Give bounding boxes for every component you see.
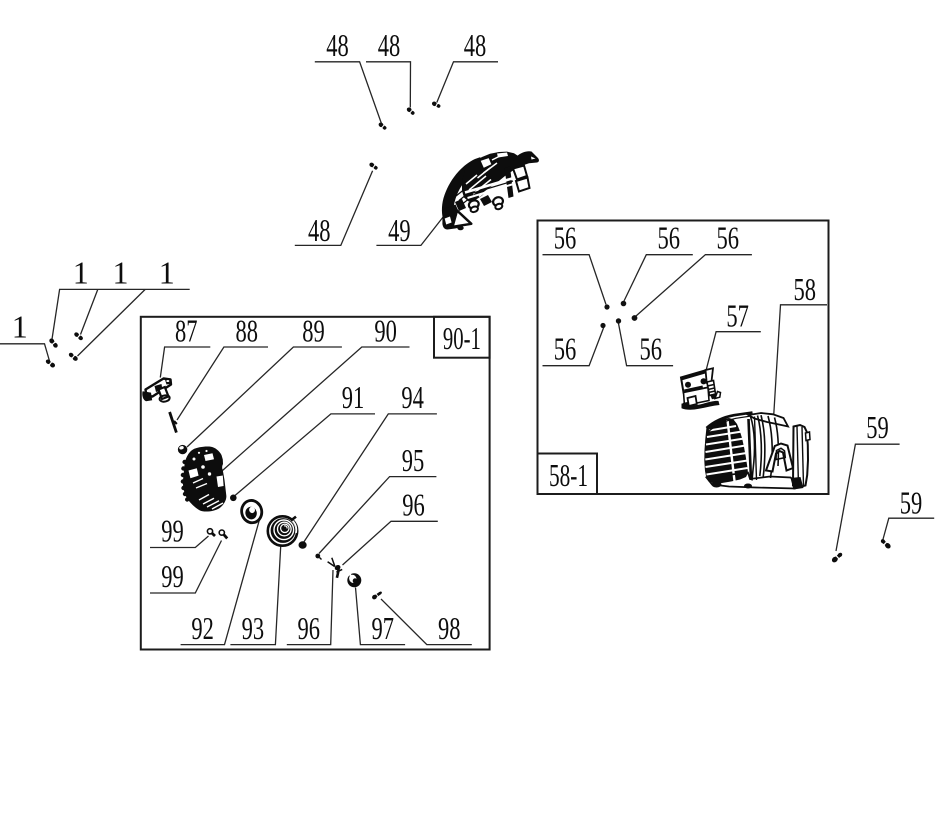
svg-text:56: 56 — [554, 331, 577, 367]
svg-text:1: 1 — [12, 308, 28, 344]
svg-text:58: 58 — [793, 271, 816, 307]
svg-text:1: 1 — [73, 255, 89, 291]
svg-text:56: 56 — [554, 220, 577, 256]
svg-text:1: 1 — [113, 255, 129, 291]
svg-text:93: 93 — [242, 610, 265, 646]
svg-text:58-1: 58-1 — [549, 457, 588, 493]
svg-text:48: 48 — [326, 27, 349, 63]
svg-text:56: 56 — [657, 220, 680, 256]
svg-text:48: 48 — [464, 27, 487, 63]
svg-text:90-1: 90-1 — [443, 320, 481, 356]
svg-text:56: 56 — [716, 220, 739, 256]
svg-text:90: 90 — [374, 312, 397, 348]
svg-text:87: 87 — [175, 312, 198, 348]
svg-text:99: 99 — [161, 513, 184, 549]
svg-text:56: 56 — [640, 331, 663, 367]
svg-text:94: 94 — [401, 379, 424, 415]
svg-text:95: 95 — [402, 442, 425, 478]
svg-text:88: 88 — [235, 312, 258, 348]
svg-text:59: 59 — [866, 409, 889, 445]
svg-text:59: 59 — [900, 484, 923, 520]
svg-text:92: 92 — [191, 610, 214, 646]
svg-text:49: 49 — [388, 212, 411, 248]
svg-text:91: 91 — [342, 379, 365, 415]
svg-text:89: 89 — [302, 312, 325, 348]
svg-text:1: 1 — [159, 255, 175, 291]
svg-text:98: 98 — [438, 610, 461, 646]
svg-text:99: 99 — [161, 558, 184, 594]
svg-text:96: 96 — [298, 610, 321, 646]
svg-text:48: 48 — [378, 27, 401, 63]
svg-text:48: 48 — [308, 212, 331, 248]
svg-text:97: 97 — [371, 610, 394, 646]
svg-text:96: 96 — [402, 486, 425, 522]
svg-text:57: 57 — [726, 297, 749, 333]
